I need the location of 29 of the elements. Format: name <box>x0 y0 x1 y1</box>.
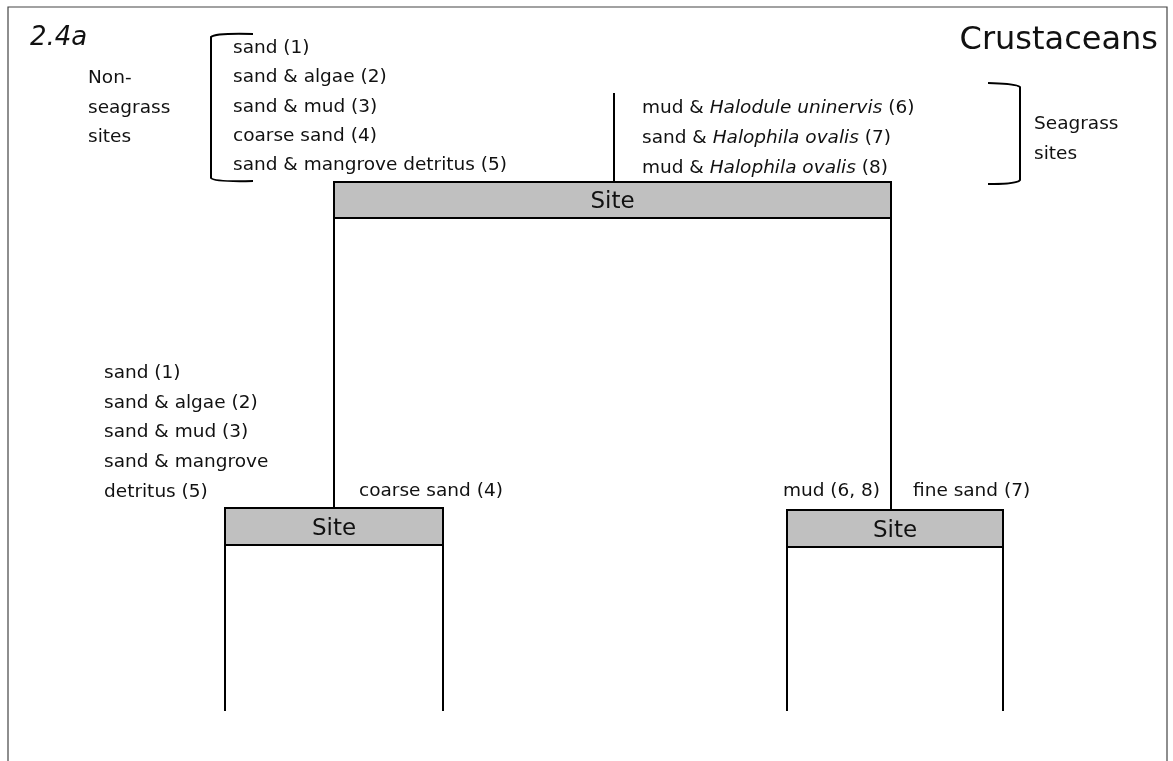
branch-label: sand & mud (3) <box>233 94 378 119</box>
branch-label: sand & algae (2) <box>233 64 387 89</box>
branch-label: sand & Halophila ovalis (7) <box>642 125 891 150</box>
branch-label: sand (1) <box>104 360 181 385</box>
split-box: Site <box>786 509 1004 548</box>
branch-label: Non-seagrass sites <box>88 65 172 149</box>
branch-label: sand & mangrove detritus (5) <box>104 449 270 503</box>
branch-label: sand & algae (2) <box>104 390 258 415</box>
branch-label: coarse sand (4) <box>359 478 503 503</box>
branch-line <box>1002 547 1004 712</box>
branch-label: mud & Halophila ovalis (8) <box>642 155 888 180</box>
branch-label: sand & mangrove detritus (5) <box>233 152 507 177</box>
branch-line <box>786 547 788 712</box>
branch-line <box>613 92 615 182</box>
branch-label: Seagrass sites <box>1034 111 1120 165</box>
split-box: Site <box>224 507 444 546</box>
branch-label: sand & mud (3) <box>104 419 249 444</box>
branch-label: fine sand (7) <box>913 478 1031 503</box>
branch-line <box>333 218 335 508</box>
branch-line <box>890 218 892 510</box>
branch-line <box>224 545 226 712</box>
panel-label: 2.4a <box>30 22 88 52</box>
branch-label: mud (6, 8) <box>782 478 880 503</box>
split-box: Site <box>333 181 892 219</box>
branch-label: mud & Halodule uninervis (6) <box>642 95 915 120</box>
branch-line <box>442 545 444 712</box>
branch-label: coarse sand (4) <box>233 123 377 148</box>
chart-title: Crustaceans <box>959 18 1158 58</box>
branch-label: sand (1) <box>233 35 310 60</box>
